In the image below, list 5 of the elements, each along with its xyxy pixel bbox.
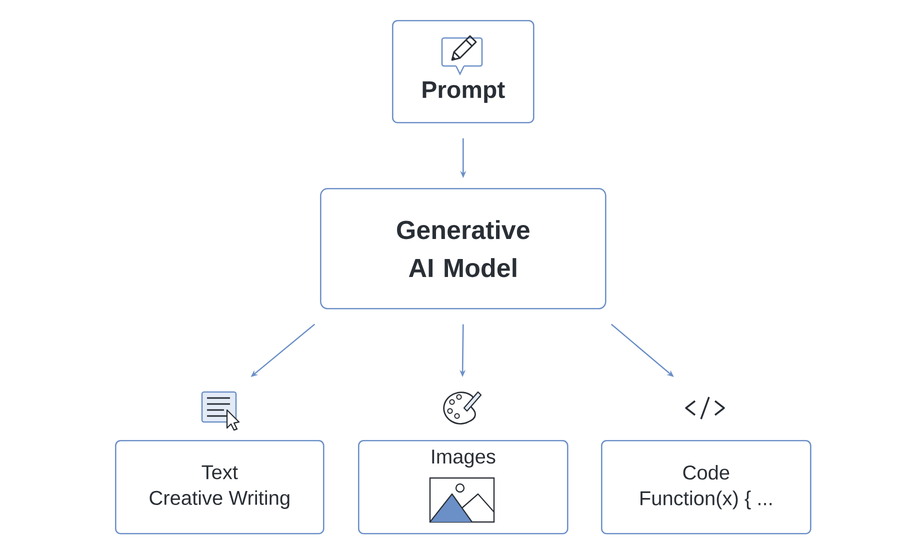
prompt-box: Prompt <box>392 20 534 124</box>
model-box: Generative AI Model <box>320 188 606 310</box>
output-box: Images <box>358 440 568 534</box>
output-box: Code Function(x) { ... <box>601 440 812 534</box>
output-box: Text Creative Writing <box>115 440 324 534</box>
